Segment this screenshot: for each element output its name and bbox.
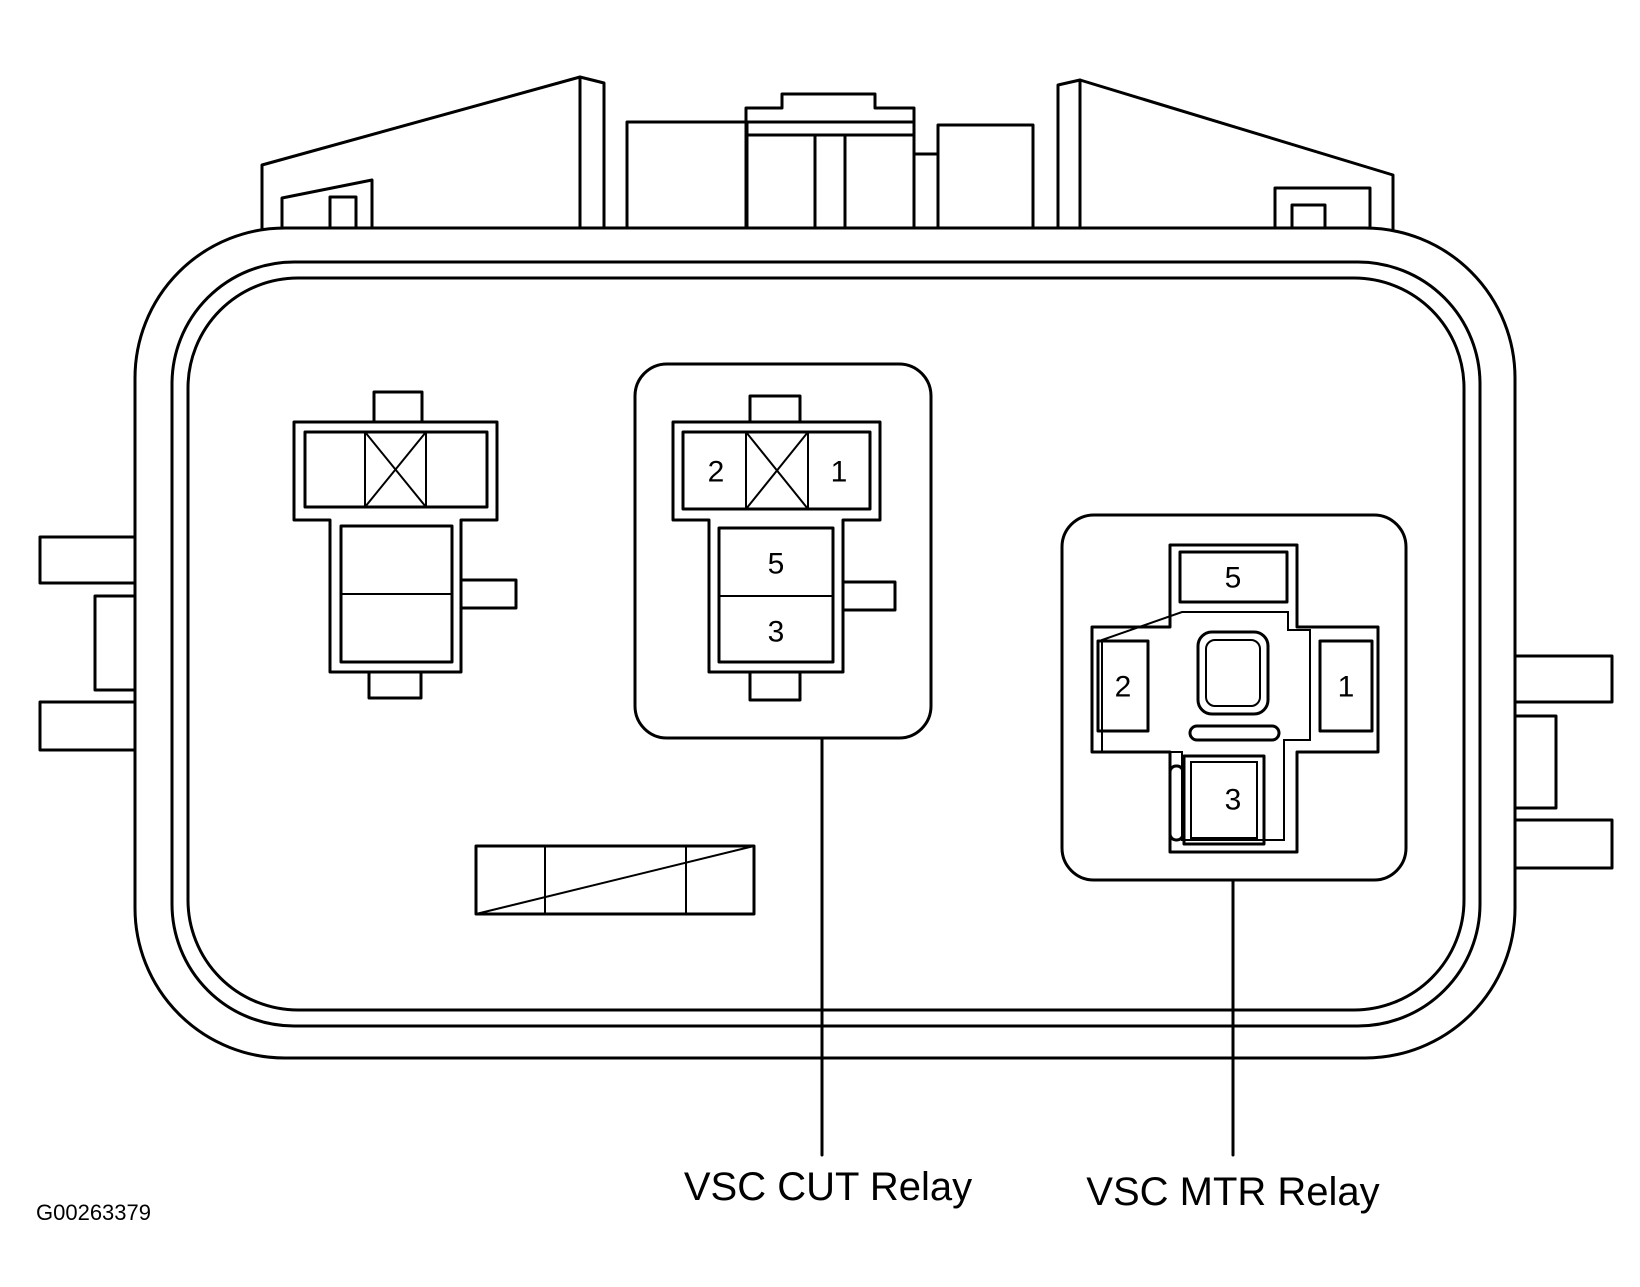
vsc-mtr-relay-label: VSC MTR Relay	[1086, 1170, 1379, 1214]
top-mount-features	[260, 75, 1395, 238]
left-side-clips	[38, 535, 137, 752]
cut-relay-pin-3: 3	[768, 616, 785, 649]
figure-code: G00263379	[36, 1200, 151, 1225]
vsc-cut-relay-socket: 2 1 5 3	[633, 362, 933, 740]
mtr-relay-pin-3: 3	[1225, 784, 1242, 817]
right-side-clips	[1513, 654, 1614, 870]
mtr-relay-pin-5: 5	[1225, 562, 1242, 595]
cut-relay-pin-2: 2	[708, 456, 725, 489]
mtr-relay-pin-1: 1	[1338, 671, 1355, 704]
cut-relay-pin-5: 5	[768, 548, 785, 581]
fuse-slot	[474, 844, 756, 916]
unlabeled-relay-socket	[292, 390, 518, 700]
mtr-relay-pin-2: 2	[1115, 671, 1132, 704]
cut-relay-pin-1: 1	[831, 456, 848, 489]
vsc-cut-relay-label: VSC CUT Relay	[684, 1165, 972, 1209]
vsc-mtr-relay-socket: 5 2 1 3	[1060, 513, 1408, 882]
